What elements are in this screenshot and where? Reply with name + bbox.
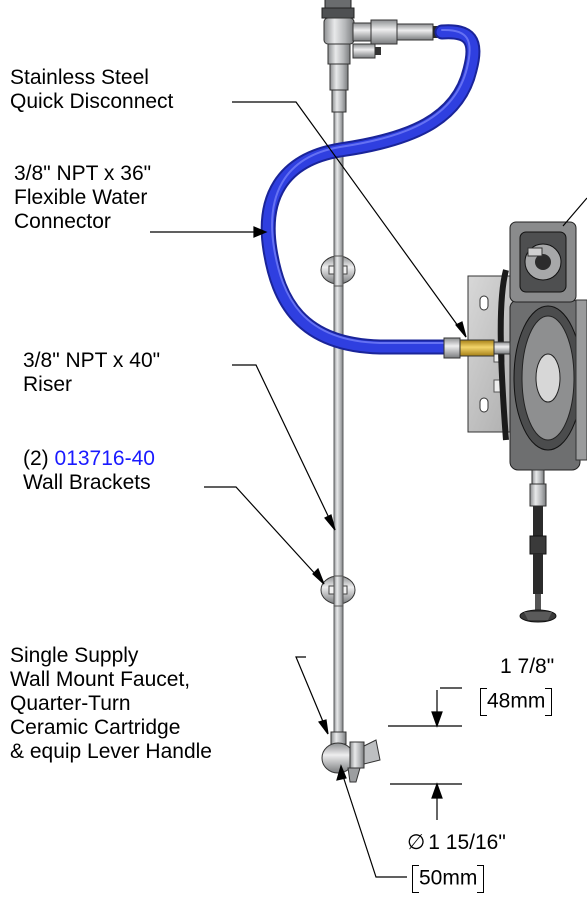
- quick-disconnect-label: Stainless Steel Quick Disconnect: [10, 66, 173, 114]
- diameter-dimension-mm: 50mm: [412, 865, 485, 893]
- brackets-line-1: (2) 013716-40: [23, 447, 155, 471]
- water-connector-label: 3/8" NPT x 36" Flexible Water Connector: [14, 162, 151, 234]
- diameter-dimension-inches: ∅1 15/16": [407, 831, 506, 855]
- offset-mm-value: 48mm: [487, 689, 546, 713]
- faucet-line-5: & equip Lever Handle: [10, 740, 212, 763]
- water-connector-line-3: Connector: [14, 210, 111, 233]
- dimension-lines: [336, 687, 462, 878]
- hose-reel: [443, 221, 587, 623]
- riser-line-2: Riser: [23, 373, 73, 396]
- water-connector-line-1: 3/8" NPT x 36": [14, 162, 152, 185]
- leader-lines: [150, 101, 587, 735]
- diameter-symbol: ∅: [407, 831, 426, 854]
- diameter-bracket-right: [477, 865, 485, 893]
- wall-mount-faucet: [321, 731, 381, 783]
- flexible-water-connector: [260, 24, 481, 355]
- quick-disconnect-line-1: Stainless Steel: [10, 66, 149, 89]
- offset-bracket-left: [480, 688, 487, 716]
- faucet-line-4: Ceramic Cartridge: [10, 716, 181, 739]
- wall-bracket-upper: [320, 255, 356, 287]
- diameter-inches-value: 1 15/16": [428, 831, 506, 854]
- riser-line-1: 3/8" NPT x 40": [23, 349, 161, 372]
- wall-bracket-lower: [320, 575, 356, 607]
- faucet-label: Single Supply Wall Mount Faucet, Quarter…: [10, 644, 212, 764]
- water-connector-line-2: Flexible Water: [14, 186, 148, 209]
- offset-bracket-right: [545, 688, 553, 716]
- brackets-quantity: (2): [23, 447, 49, 470]
- faucet-line-2: Wall Mount Faucet,: [10, 668, 191, 691]
- top-valve-assembly: [321, 0, 443, 113]
- brackets-part-link[interactable]: 013716-40: [54, 447, 155, 470]
- diameter-bracket-left: [412, 865, 419, 893]
- offset-dimension-inches: 1 7/8": [500, 655, 555, 678]
- brackets-label: (2) 013716-40 Wall Brackets: [23, 447, 155, 495]
- brackets-line-2: Wall Brackets: [23, 471, 151, 494]
- faucet-line-1: Single Supply: [10, 644, 139, 667]
- offset-dimension-mm: 48mm: [480, 688, 553, 716]
- riser-label: 3/8" NPT x 40" Riser: [23, 349, 160, 397]
- faucet-line-3: Quarter-Turn: [10, 692, 131, 715]
- quick-disconnect-line-2: Quick Disconnect: [10, 90, 174, 113]
- diameter-mm-value: 50mm: [419, 866, 478, 890]
